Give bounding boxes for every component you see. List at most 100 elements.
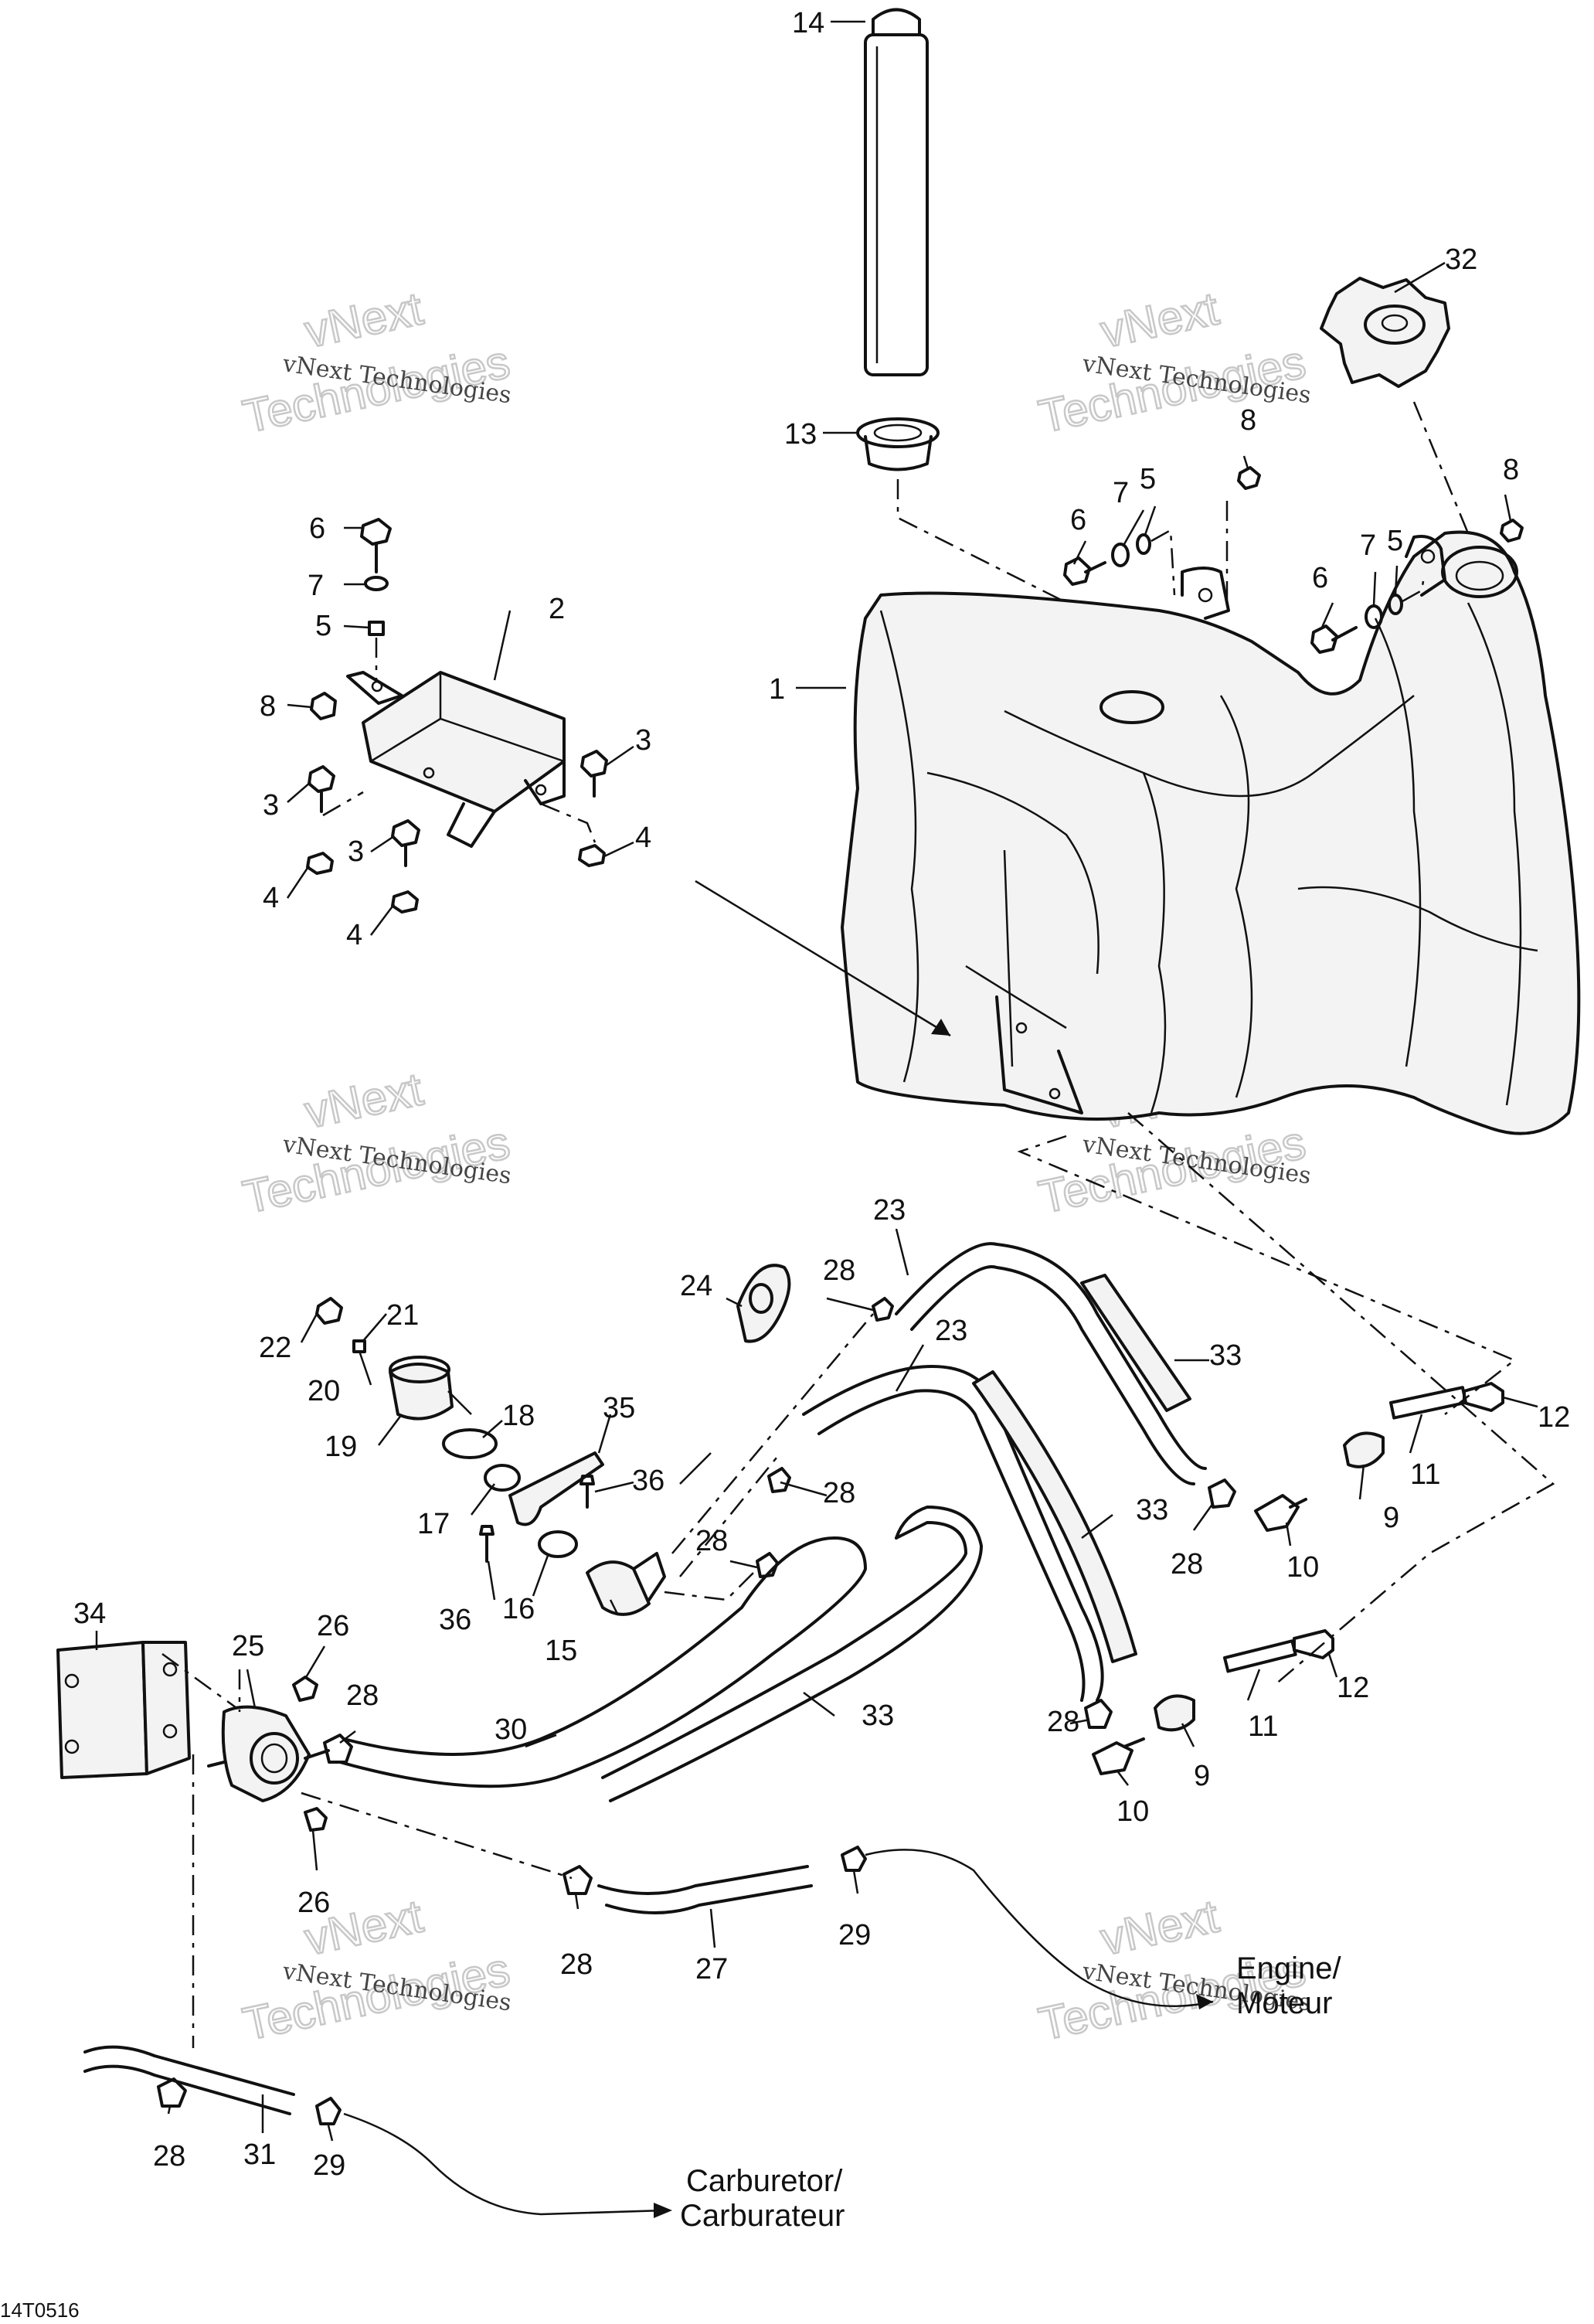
label-5b: 5 xyxy=(1140,463,1156,495)
hose-23-upper xyxy=(895,1242,1207,1485)
label-3c: 3 xyxy=(635,724,651,757)
label-7a: 7 xyxy=(308,570,324,602)
tank-bolt-right xyxy=(1310,519,1524,654)
label-29b: 29 xyxy=(313,2149,345,2182)
watermark-mid-left: vNext Technologies vNext Technologies xyxy=(238,1062,515,1224)
label-3a: 3 xyxy=(263,789,279,822)
label-8a: 8 xyxy=(260,690,276,723)
part-labels: 14 13 32 1 2 6 7 5 8 3 3 3 4 4 4 8 8 6 6… xyxy=(73,7,1570,2182)
hose-31-part xyxy=(83,2045,342,2125)
svg-text:vNext: vNext xyxy=(301,1063,427,1138)
label-28h: 28 xyxy=(153,2140,185,2173)
svg-text:vNext: vNext xyxy=(301,282,427,357)
label-33a: 33 xyxy=(1209,1339,1242,1372)
mounting-bracket-part xyxy=(56,1641,191,1779)
valve-route-line-b xyxy=(679,1452,781,1577)
bracket-shield-part xyxy=(346,671,566,848)
label-6a: 6 xyxy=(309,512,325,545)
label-17: 17 xyxy=(417,1508,450,1540)
valve-route-line-a xyxy=(671,1313,874,1554)
filler-grommet-part xyxy=(856,417,940,471)
label-8c: 8 xyxy=(1503,454,1519,486)
hose-23-lower xyxy=(802,1365,1104,1702)
label-leaders xyxy=(95,20,1538,2142)
label-35: 35 xyxy=(603,1392,635,1424)
fuel-cap-part xyxy=(1320,277,1450,388)
label-34: 34 xyxy=(73,1598,106,1630)
hose-33-upper xyxy=(1080,1274,1191,1412)
label-15: 15 xyxy=(545,1635,577,1667)
destination-carburetor: Carburetor/ Carburateur xyxy=(680,2164,845,2233)
label-28d: 28 xyxy=(1171,1548,1203,1581)
label-29a: 29 xyxy=(838,1919,871,1951)
carb-label-line1: Carburetor/ xyxy=(686,2164,843,2198)
hose-27-part xyxy=(597,1846,867,1914)
label-18: 18 xyxy=(502,1400,535,1432)
label-28b: 28 xyxy=(823,1477,855,1509)
label-1: 1 xyxy=(769,673,785,706)
fitting-assembly-upper xyxy=(1254,1382,1504,1532)
watermark-bottom-left: vNext Technologies vNext Technologies xyxy=(238,1889,515,2051)
label-6b: 6 xyxy=(1070,504,1086,536)
label-22: 22 xyxy=(259,1332,291,1364)
label-12a: 12 xyxy=(1538,1401,1570,1434)
hose-clip-part xyxy=(736,1264,791,1343)
valve-knob-part xyxy=(315,1297,666,1616)
tank-bolt-left xyxy=(1063,466,1261,586)
label-2: 2 xyxy=(549,593,565,625)
label-12b: 12 xyxy=(1337,1672,1369,1704)
fuel-filter-part xyxy=(207,1676,330,1832)
bracket-line-b xyxy=(540,802,596,843)
label-28f: 28 xyxy=(346,1679,379,1712)
fitting-assembly-lower xyxy=(1092,1629,1334,1775)
label-36a: 36 xyxy=(632,1465,664,1497)
label-8b: 8 xyxy=(1240,404,1256,437)
label-26a: 26 xyxy=(317,1610,349,1642)
bracket-line-a xyxy=(322,791,364,817)
label-6c: 6 xyxy=(1312,562,1328,594)
cap-assembly-line xyxy=(1412,401,1470,534)
label-23b: 23 xyxy=(935,1315,967,1347)
label-10a: 10 xyxy=(1286,1551,1319,1584)
label-4c: 4 xyxy=(346,919,362,951)
valve-route-line-c xyxy=(664,1568,758,1601)
label-19: 19 xyxy=(325,1431,357,1463)
bracket-34-line xyxy=(161,1652,248,1717)
label-14: 14 xyxy=(792,7,824,39)
fuel-tank-part xyxy=(841,530,1581,1135)
label-20: 20 xyxy=(308,1375,340,1407)
carb-label-line2: Carburateur xyxy=(680,2199,845,2233)
label-36b: 36 xyxy=(439,1604,471,1636)
svg-text:vNext: vNext xyxy=(1096,282,1223,357)
hose-30 xyxy=(338,1536,867,1788)
filter-line-b xyxy=(301,1791,573,1880)
bracket-to-tank-arrow xyxy=(695,880,951,1037)
label-30: 30 xyxy=(495,1713,527,1746)
label-27: 27 xyxy=(695,1953,728,1985)
label-28g: 28 xyxy=(560,1948,593,1981)
label-13: 13 xyxy=(784,418,817,451)
label-4a: 4 xyxy=(263,882,279,914)
drawing-code: 14T0516 xyxy=(0,2298,80,2322)
label-24: 24 xyxy=(680,1270,712,1302)
arrow-head-icon xyxy=(931,1019,950,1036)
svg-text:vNext: vNext xyxy=(1096,1890,1223,1965)
destination-engine: Engine/ Moteur xyxy=(1236,1951,1342,2020)
label-7c: 7 xyxy=(1360,529,1376,562)
label-4b: 4 xyxy=(635,822,651,854)
label-16: 16 xyxy=(502,1593,535,1625)
label-28c: 28 xyxy=(695,1525,728,1557)
label-10b: 10 xyxy=(1116,1795,1149,1828)
arrow-head-icon xyxy=(654,2203,672,2218)
label-5c: 5 xyxy=(1387,525,1403,557)
label-11b: 11 xyxy=(1248,1710,1278,1743)
filler-tube-part xyxy=(864,8,929,376)
label-11a: 11 xyxy=(1410,1458,1440,1491)
right-bolt-line xyxy=(1402,580,1425,603)
arrow-head-icon xyxy=(1196,1994,1213,2009)
label-21: 21 xyxy=(386,1299,419,1332)
left-bolt-line xyxy=(1150,528,1176,596)
hose-33-middle xyxy=(972,1370,1137,1663)
label-3b: 3 xyxy=(348,835,364,868)
